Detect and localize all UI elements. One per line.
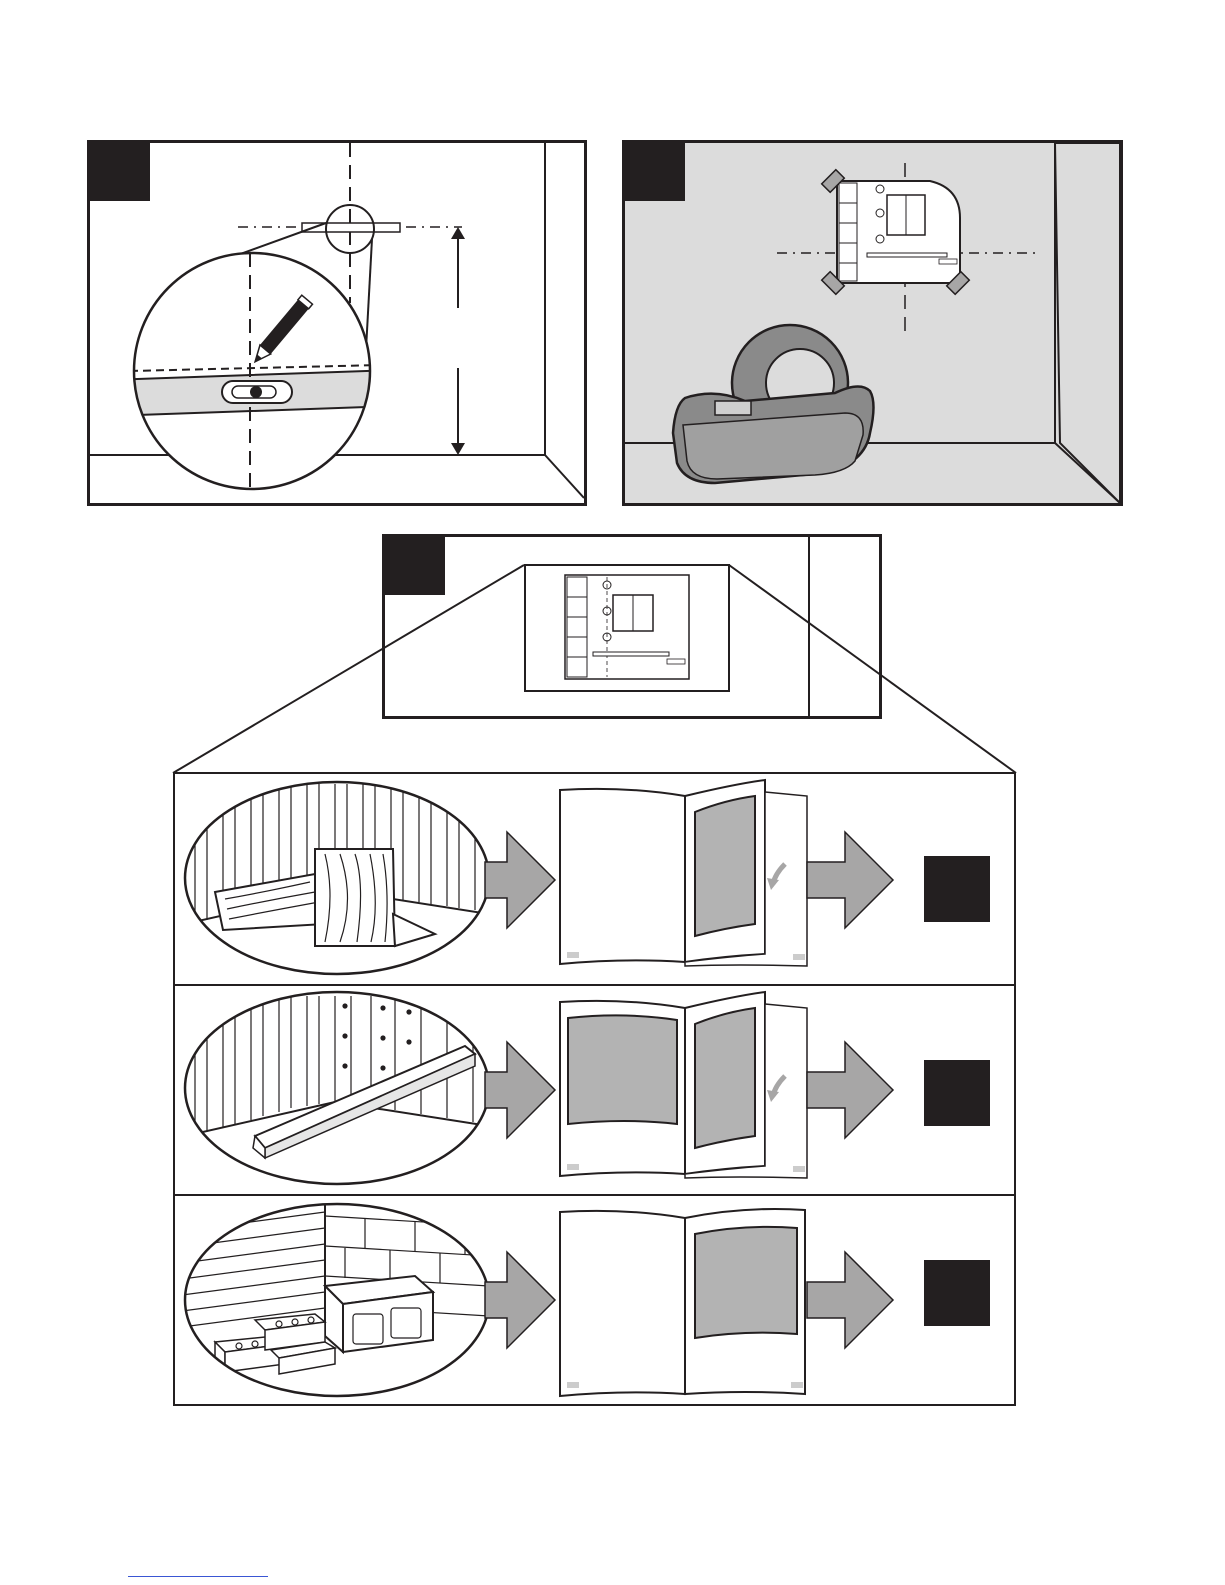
open-book-icon (560, 992, 807, 1178)
zoom-circle (129, 253, 380, 493)
arrow-right-icon (807, 1252, 893, 1348)
brick-block-icon (175, 1196, 489, 1396)
template-sheet (837, 181, 960, 283)
step-badge-2 (625, 143, 685, 201)
wall-type-row-drywall (175, 986, 1024, 1196)
template-sheet (565, 575, 689, 679)
arrow-right-icon (485, 832, 555, 928)
panel-tape-template (622, 140, 1123, 506)
panel-mark-level (87, 140, 587, 506)
step-badge-masonry (924, 1260, 990, 1326)
arrow-right-icon (485, 1042, 555, 1138)
wall-type-row-masonry (175, 1196, 1024, 1404)
spirit-level-icon (302, 223, 400, 232)
tape-template-illustration (625, 143, 1120, 503)
drywall-channel-icon (185, 992, 489, 1184)
step-badge-3 (385, 537, 445, 595)
arrow-down-icon (451, 443, 465, 455)
mark-level-illustration (90, 143, 584, 503)
arrow-right-icon (807, 832, 893, 928)
wall-type-row-wood (175, 774, 1024, 986)
arrow-up-icon (451, 227, 465, 239)
open-book-icon (560, 1209, 805, 1396)
template-closeup-illustration (385, 537, 879, 716)
step-badge-drywall (924, 1060, 990, 1126)
arrow-right-icon (485, 1252, 555, 1348)
step-badge-1 (90, 143, 150, 201)
arrow-right-icon (807, 1042, 893, 1138)
open-book-icon (560, 780, 807, 966)
panel-template-closeup (382, 534, 882, 719)
wood-panel-icon (185, 782, 489, 974)
step-badge-wood (924, 856, 990, 922)
footer-link-underline[interactable] (128, 1576, 268, 1577)
